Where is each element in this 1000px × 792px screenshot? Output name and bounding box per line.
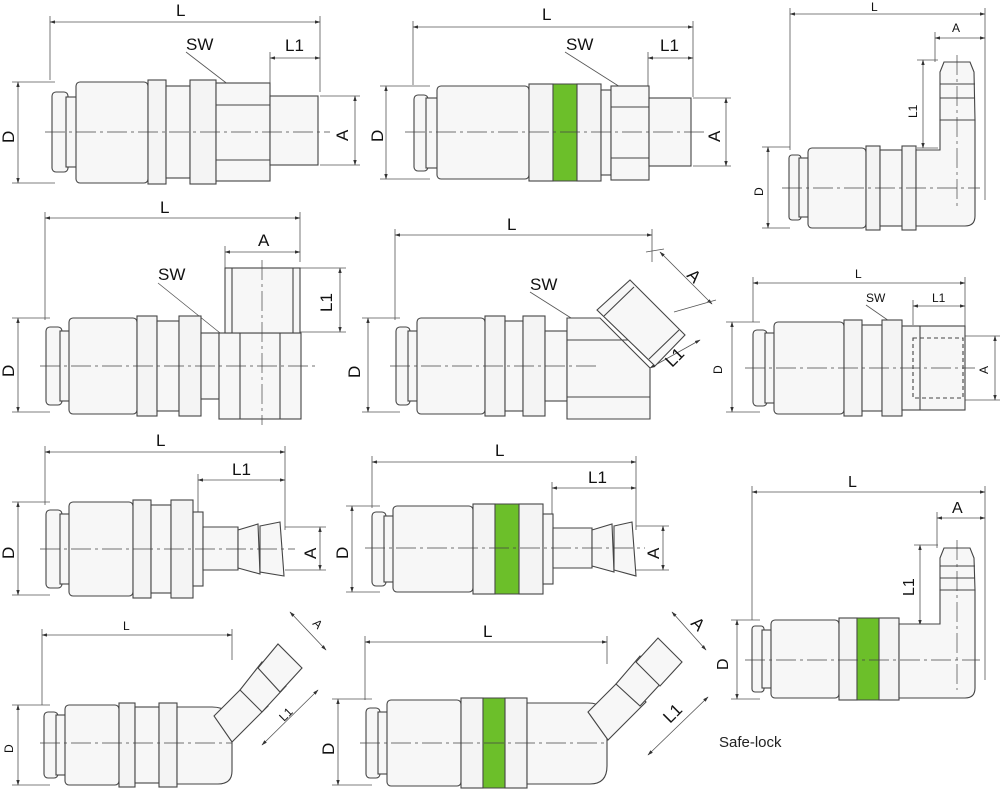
label-L: L (871, 0, 878, 14)
label-A: A (333, 129, 352, 141)
label-SW: SW (186, 35, 213, 54)
diagram-straight-male-thread-safe-lock (380, 21, 731, 182)
label-L1: L1 (906, 104, 920, 118)
label-L1: L1 (285, 36, 304, 55)
label-L1: L1 (588, 468, 607, 487)
diagram-tee-female-thread (12, 212, 346, 425)
label-A: A (952, 21, 960, 35)
diagram-elbow-hose-barb (762, 8, 986, 231)
label-L1: L1 (901, 578, 918, 596)
label-D: D (0, 131, 18, 143)
label-L: L (855, 267, 862, 281)
label-D: D (0, 547, 18, 559)
label-L1: L1 (276, 705, 296, 725)
label-A: A (301, 547, 320, 559)
label-D: D (752, 187, 766, 196)
safe-lock-caption: Safe-lock (719, 734, 782, 751)
label-A: A (687, 613, 709, 635)
label-A: A (977, 366, 991, 374)
label-A: A (683, 265, 705, 287)
label-L1: L1 (659, 700, 686, 727)
label-A: A (705, 130, 724, 142)
label-D: D (345, 366, 364, 378)
label-L1: L1 (317, 293, 336, 312)
label-A: A (258, 231, 270, 250)
diagram-straight-male-thread (12, 16, 360, 185)
label-D: D (711, 365, 725, 374)
diagram-straight-female-thread (726, 277, 1000, 417)
label-D: D (0, 365, 18, 377)
label-SW: SW (866, 291, 886, 305)
label-D: D (2, 744, 16, 753)
label-L1: L1 (932, 291, 946, 305)
label-A: A (310, 616, 326, 632)
label-D: D (319, 743, 338, 755)
label-SW: SW (566, 35, 593, 54)
label-L1: L1 (660, 36, 679, 55)
diagram-straight-hose-barb-safe-lock (346, 456, 669, 595)
label-SW: SW (530, 275, 557, 294)
label-D: D (715, 658, 732, 670)
diagram-straight-hose-barb (12, 446, 326, 599)
label-L: L (542, 5, 551, 24)
diagram-angled-45-hose-barb-safe-lock (332, 611, 709, 789)
label-L: L (176, 1, 185, 20)
diagram-angled-45-female-thread (362, 229, 717, 420)
label-L: L (507, 215, 516, 234)
label-L: L (160, 198, 169, 217)
label-A: A (952, 500, 963, 517)
label-D: D (368, 130, 387, 142)
label-SW: SW (158, 265, 185, 284)
diagram-elbow-hose-barb-safe-lock (731, 486, 986, 701)
label-L: L (848, 474, 857, 491)
label-L: L (483, 622, 492, 641)
label-L1: L1 (232, 460, 251, 479)
label-L: L (123, 619, 130, 633)
label-L: L (156, 431, 165, 450)
label-D: D (333, 547, 352, 559)
label-A: A (644, 547, 663, 559)
label-L: L (495, 441, 504, 460)
diagram-angled-45-hose-barb (12, 611, 327, 788)
